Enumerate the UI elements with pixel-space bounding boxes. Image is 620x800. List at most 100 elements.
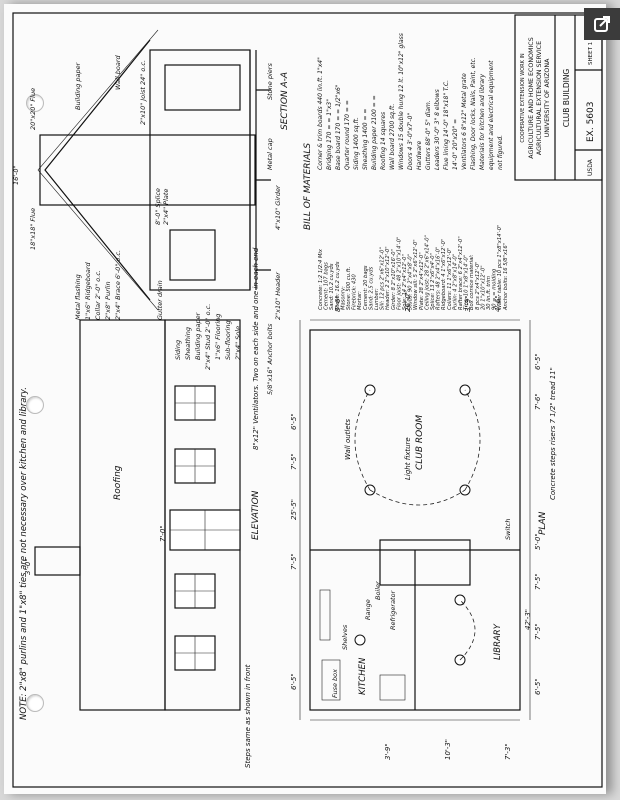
chimney [34, 546, 81, 576]
bom-left-line: Stone: 16.2 cu.yds [335, 261, 341, 310]
binder-hole [26, 396, 44, 414]
dimension: 6'-5" [290, 673, 298, 690]
label-collar: Collar 2'-0" o.c. [94, 270, 102, 320]
label-girder: 4"x10" Girder [274, 184, 282, 230]
bom-right-line: Leaders 30'-0" 3" 8 elbows [434, 89, 441, 170]
bom-left-line: Splice: 13 2"x6"x4'-0" [430, 253, 436, 310]
fuse-box-label: Fuse box [331, 669, 339, 698]
elevation-view: Roofing 3'-0" 7'-0" ELEVATION Steps same… [24, 247, 261, 768]
blueprint-drawing: NOTE: 2"x8" purlins and 1"x8" ties are n… [10, 10, 605, 790]
overall-width: 26'-0" [404, 291, 412, 312]
dimension: 7'-3" [504, 743, 512, 760]
bom-left-line: Concrete: 1:2 1/2:4 Mix [318, 248, 324, 310]
bom-right-line: Quarter round 170 = = [344, 100, 351, 170]
title-line: COOPERATIVE EXTENSION WORK IN [520, 53, 526, 143]
refrigerator-label: Refrigerator [389, 589, 397, 630]
label-subflooring: Sub-flooring [224, 320, 232, 360]
label-header: 2"x10" Header [274, 271, 282, 320]
ventilators-note: 8"x12" Ventilators. Two on each side and… [252, 247, 260, 450]
bom-left-line: Box cornice material: [469, 254, 475, 310]
label-metal-flashing: Metal flashing [74, 274, 82, 320]
shelves-label: Shelves [341, 624, 349, 650]
bom-left-line: Purlin: 4 2"x8"x14'-0" [452, 254, 458, 310]
bom-right-line: not figured. [497, 135, 504, 170]
bom-left-line: 8 pcs 2"x4"x12'-0" [475, 261, 481, 310]
bom-left-line: Collars: 11 1"x6"x12'-0" [447, 248, 453, 310]
label-stone-piers: Stone piers [266, 63, 274, 100]
dimension: 3'-9" [464, 295, 472, 312]
shelves [319, 589, 331, 641]
scanned-page [4, 4, 606, 794]
bom-right-line: Sheathing 1400 = = [362, 109, 369, 170]
plan-label: PLAN [538, 511, 548, 535]
bom-left-line: Lumber: [374, 288, 380, 310]
agency: USDA [587, 158, 594, 176]
bom-right-line: Corner & trim boards 440 lin.ft. 1"x4" [317, 57, 324, 170]
label-splice: 8'-0" Splice [154, 188, 162, 225]
label-building-paper-2: Building paper [194, 311, 202, 360]
bom-left-line: Masonry: [340, 286, 346, 310]
bom-left-line: 20 1"x10"x12'-0" [480, 265, 486, 310]
label-joist: 2"x10" Joist 24" o.c. [139, 60, 147, 125]
bom-right-line: Hardware [416, 140, 423, 170]
range [321, 659, 341, 701]
bill-of-materials: BILL OF MATERIALS Concrete: 1:2 1/2:4 Mi… [303, 33, 509, 311]
bom-right-line: Gutters 88'-0" 5" diam. [425, 100, 432, 170]
dimension: 3'-9" [384, 743, 392, 760]
label-metal-cap: Metal cap [266, 138, 274, 170]
bom-title: BILL OF MATERIALS [303, 143, 313, 230]
boiler-label: Boiler [374, 580, 382, 600]
roofing-label: Roofing [113, 465, 123, 500]
bom-left-line: 30 lin.ft. trim [486, 276, 492, 310]
bom-right-line: Bridging 170 = = 1"x3" [326, 99, 333, 170]
bom-right-line: equipment and electrical equipment [488, 60, 495, 170]
label-building-paper: Building paper [74, 61, 82, 110]
open-in-new-window-button[interactable] [584, 8, 620, 40]
bom-left-line: Studs: 90 2"x4"x8'-0" [408, 254, 414, 310]
bom-left-line: Anchor bolts: 16 5/8"x16" [503, 243, 509, 311]
bom-right-line: Doors 4 3'-0"x7'-0" [407, 113, 414, 170]
label-stud: 2"x4" Stud 2'-0" o.c. [204, 304, 212, 370]
bom-right-line: Flue lining 14'-0" 18"x18" T.C. [443, 80, 450, 170]
label-flooring: 1"x6" Flooring [214, 314, 222, 360]
dimension: 10'-3" [444, 739, 452, 760]
title-block: COOPERATIVE EXTENSION WORK IN AGRICULTUR… [514, 14, 603, 181]
bom-left-line: Window sill: 5 2"x6"x12'-0" [413, 239, 419, 310]
bom-left-line: Ties: 10 1"x8"x14'-0" [464, 255, 470, 310]
chimney-dimension: 3'-0" [24, 558, 32, 575]
switch-label: Switch [504, 519, 512, 541]
bom-left-line: Mortar: [357, 291, 363, 310]
bom-left-line: Rafter brace: 6 2"x4"x12'-0" [458, 236, 464, 310]
dimension: 7'-5" [534, 623, 542, 640]
bom-right-line: Base board 170 = = 1/2"x6" [335, 84, 342, 170]
bom-left-line: Header: 2 2"x10"x12'-0" [385, 246, 391, 310]
range-label: Range [364, 599, 372, 620]
bom-left-line: Sole: 14 2"x4"x12'-0" [402, 254, 408, 310]
section-door [164, 64, 241, 111]
bom-left-line: 90 = = molding [492, 268, 498, 310]
drawing-title: CLUB BUILDING [562, 69, 571, 128]
bom-left-line: Sand: 10.2 cu.yds [329, 263, 335, 310]
steps-note: Steps same as shown in front [244, 664, 252, 768]
binder-hole [26, 694, 44, 712]
bom-right-line: Windows 15 double hung 12 lt. 10"x12" gl… [398, 33, 405, 170]
floor-plan: CLUB ROOM Light fixture Wall outlets KIT… [290, 291, 557, 760]
label-purlin: 2"x8" Purlin [104, 281, 112, 320]
drawing-number: EX. 5603 [586, 102, 596, 142]
bom-right-line: 14'-0" 20"x20" = [452, 119, 459, 170]
label-anchor-bolts: 5/8"x16" Anchor bolts [266, 323, 274, 395]
section-window [169, 229, 216, 281]
kitchen-label: KITCHEN [358, 657, 368, 695]
bom-left-line: Ridgeboard: 4 1"x6"x12'-0" [441, 239, 447, 310]
bom-left-line: Sand: 2.5 cu.yds [368, 267, 374, 310]
bom-left-line: Stone: 500 cu.ft. [346, 267, 352, 310]
open-external-icon [594, 16, 610, 32]
bom-left-line: Ceiling joist: 28 2"x6"x14'-0" [424, 235, 430, 310]
binder-hole [26, 94, 44, 112]
overall-length: 42'-3" [524, 609, 532, 630]
dimension: 4'-6" [494, 295, 502, 312]
title-line: AGRICULTURAL EXTENSION SERVICE [536, 41, 543, 155]
dimension: 6'-5" [534, 353, 542, 370]
wall-outlets-label: Wall outlets [344, 419, 352, 460]
light-fixture-label: Light fixture [404, 437, 412, 480]
